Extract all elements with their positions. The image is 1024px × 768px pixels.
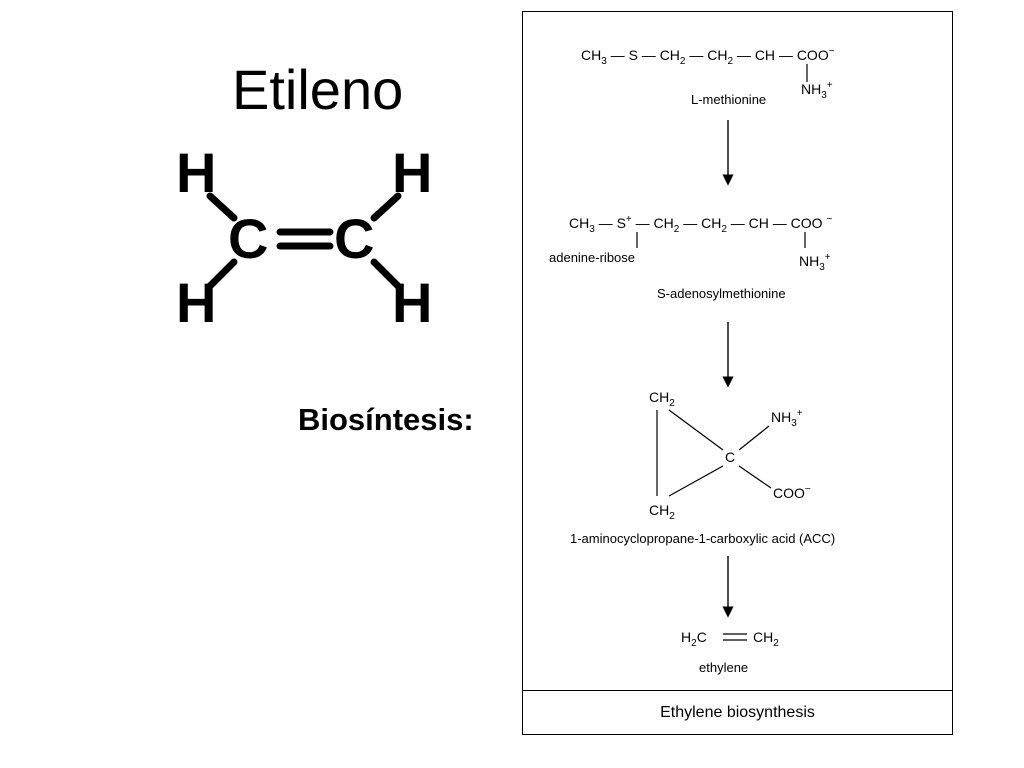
acc-amino-group: NH3+ (771, 408, 803, 429)
sam-formula: CH3 — S+ — CH2 — CH2 — CH — COO − (569, 214, 832, 235)
ethylene-structural-formula: H H C C H H (176, 141, 432, 330)
sam-name: S-adenosylmethionine (657, 286, 786, 301)
diagram-caption: Ethylene biosynthesis (523, 690, 952, 734)
ethylene-name: ethylene (699, 660, 748, 675)
hydrogen-atom-bottom-left: H (176, 271, 216, 330)
ethylene-left-carbon: H2C (681, 629, 707, 649)
biosynthesis-panel: CH3 — S — CH2 — CH2 — CH — COO− NH3+ L-m… (522, 11, 953, 735)
acc-center-carbon: C (725, 449, 735, 465)
single-bond-bottom-left (206, 258, 238, 290)
hydrogen-atom-bottom-right: H (392, 271, 432, 330)
acc-name: 1-aminocyclopropane-1-carboxylic acid (A… (570, 531, 835, 546)
acc-amino-bond (738, 425, 770, 451)
biosynthesis-pathway-diagram: CH3 — S — CH2 — CH2 — CH — COO− NH3+ L-m… (549, 46, 835, 675)
acc-carboxyl-bond (738, 465, 772, 489)
acc-ring-bond-top (668, 409, 724, 451)
acc-ring-top: CH2 (649, 389, 675, 409)
ethylene-right-carbon: CH2 (753, 629, 779, 649)
single-bond-bottom-right (370, 258, 402, 290)
methionine-name: L-methionine (691, 92, 766, 107)
biosynthesis-heading: Biosíntesis: (298, 402, 474, 437)
page-title: Etileno (232, 58, 404, 121)
methionine-formula: CH3 — S — CH2 — CH2 — CH — COO− (581, 46, 835, 67)
carbon-atom-right: C (334, 207, 374, 270)
single-bond-top-left (206, 192, 238, 222)
acc-ring-bond-bottom (668, 465, 724, 497)
acc-carboxyl-group: COO− (773, 484, 811, 501)
sam-adenine-ribose: adenine-ribose (549, 250, 635, 265)
acc-ring-bottom: CH2 (649, 502, 675, 522)
single-bond-top-right (370, 192, 402, 222)
sam-amino-group: NH3+ (799, 252, 831, 273)
methionine-amino-group: NH3+ (801, 80, 833, 101)
